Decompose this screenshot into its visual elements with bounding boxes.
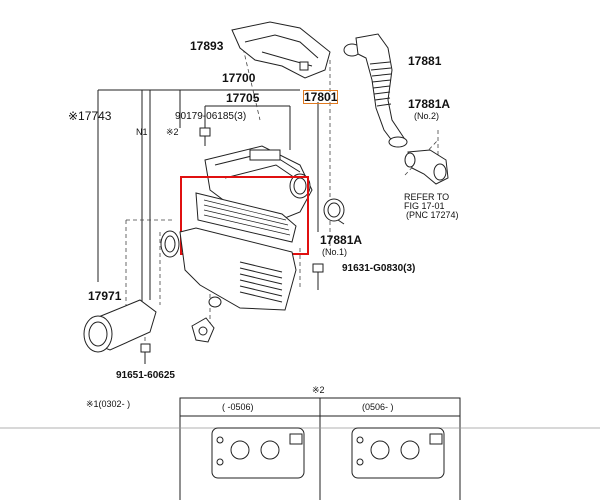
label-17893[interactable]: 17893 bbox=[190, 39, 224, 53]
variant-thumbnail-right bbox=[351, 427, 445, 479]
label-pnc: (PNC 17274) bbox=[406, 210, 459, 220]
label-17705[interactable]: 17705 bbox=[226, 91, 260, 105]
table-col-after: (0506- ) bbox=[362, 402, 394, 412]
clamp-17881a-no1 bbox=[323, 198, 345, 225]
label-note2: ※2 bbox=[166, 127, 179, 137]
label-90179[interactable]: 90179-06185(3) bbox=[175, 111, 247, 122]
bracket-valve bbox=[191, 317, 215, 343]
resonator-duct-17893 bbox=[231, 21, 331, 79]
variant-thumbnail-left bbox=[211, 427, 305, 479]
air-cleaner-case bbox=[160, 227, 297, 311]
screw-90179 bbox=[199, 127, 211, 146]
label-17881a-no1[interactable]: 17881A bbox=[320, 233, 363, 247]
label-91651[interactable]: 91651-60625 bbox=[116, 370, 175, 381]
label-no2: (No.2) bbox=[414, 111, 440, 121]
inlet-duct-17971 bbox=[83, 299, 157, 353]
label-17700[interactable]: 17700 bbox=[222, 71, 256, 85]
bolt-91631 bbox=[312, 263, 324, 290]
footnote-1: ※1(0302- ) bbox=[86, 399, 131, 409]
label-17743[interactable]: ※17743 bbox=[68, 109, 112, 123]
label-17881a-no2[interactable]: 17881A bbox=[408, 97, 451, 111]
bolt-91651 bbox=[140, 343, 151, 364]
elbow-17881a-no2 bbox=[404, 149, 449, 185]
intake-hose-17881 bbox=[343, 33, 408, 148]
footnote-2: ※2 bbox=[312, 385, 325, 395]
label-91631[interactable]: 91631-G0830(3) bbox=[342, 263, 416, 274]
label-17881[interactable]: 17881 bbox=[408, 54, 442, 68]
label-17971[interactable]: 17971 bbox=[88, 289, 122, 303]
label-fig[interactable]: FIG 17-01 bbox=[404, 201, 445, 211]
label-no1: (No.1) bbox=[322, 247, 348, 257]
label-n1: N1 bbox=[136, 127, 148, 137]
label-17801[interactable]: 17801 bbox=[302, 90, 339, 104]
label-refer: REFER TO bbox=[404, 192, 450, 202]
table-col-before: ( -0506) bbox=[222, 402, 254, 412]
